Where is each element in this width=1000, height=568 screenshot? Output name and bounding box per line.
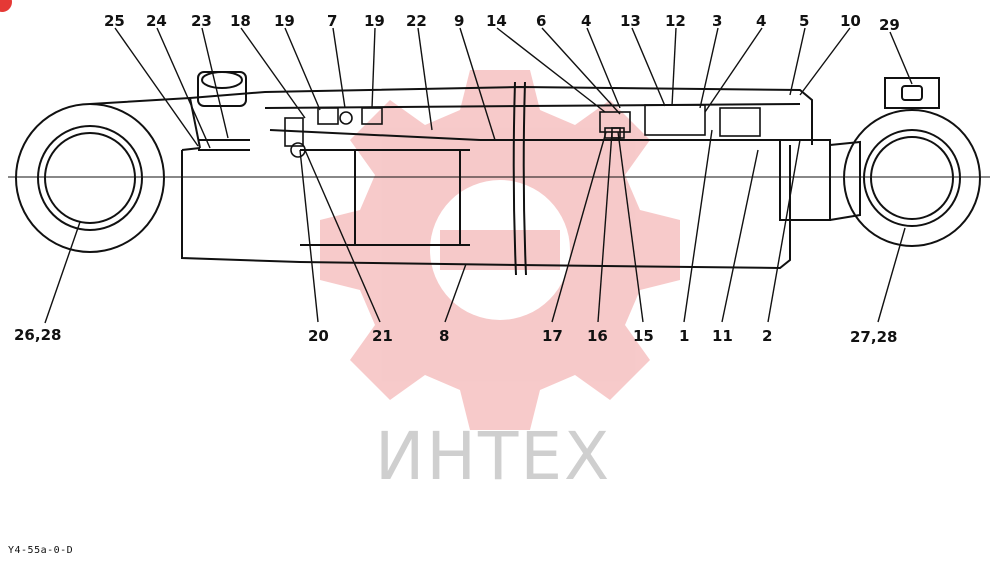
callout-20: 20 [308, 327, 329, 345]
callout-27-28: 27,28 [850, 328, 897, 346]
piston-rod [300, 139, 861, 246]
callout-15: 15 [633, 327, 654, 345]
corner-badge [0, 0, 12, 12]
callout-6: 6 [536, 12, 546, 30]
cylinder-tube [89, 85, 813, 270]
callout-13: 13 [620, 12, 641, 30]
callout-23: 23 [191, 12, 212, 30]
drawing-code: Y4-55a-0-D [8, 545, 74, 556]
callout-5: 5 [799, 12, 809, 30]
right-eye [843, 77, 981, 247]
leader-lines [44, 27, 913, 324]
callout-16: 16 [587, 327, 608, 345]
callout-24: 24 [146, 12, 167, 30]
callout-12: 12 [665, 12, 686, 30]
left-port-fitting [197, 71, 250, 151]
callout-22: 22 [406, 12, 427, 30]
callout-1: 1 [679, 327, 689, 345]
callout-3: 3 [712, 12, 722, 30]
callout-2: 2 [762, 327, 772, 345]
callout-19-right: 19 [364, 12, 385, 30]
callout-7: 7 [327, 12, 337, 30]
callout-10: 10 [840, 12, 861, 30]
callout-29: 29 [879, 16, 900, 34]
callout-4-left: 4 [581, 12, 591, 30]
left-eye [15, 103, 165, 253]
callout-14: 14 [486, 12, 507, 30]
watermark-text: ИНТЕХ [375, 418, 612, 495]
callout-25: 25 [104, 12, 125, 30]
callout-9: 9 [454, 12, 464, 30]
callout-19-left: 19 [274, 12, 295, 30]
callout-17: 17 [542, 327, 563, 345]
callout-26-28: 26,28 [14, 326, 61, 344]
callout-4-right: 4 [756, 12, 766, 30]
break-lines [512, 81, 527, 276]
callout-8: 8 [439, 327, 449, 345]
callout-21: 21 [372, 327, 393, 345]
callout-18: 18 [230, 12, 251, 30]
callout-11: 11 [712, 327, 733, 345]
